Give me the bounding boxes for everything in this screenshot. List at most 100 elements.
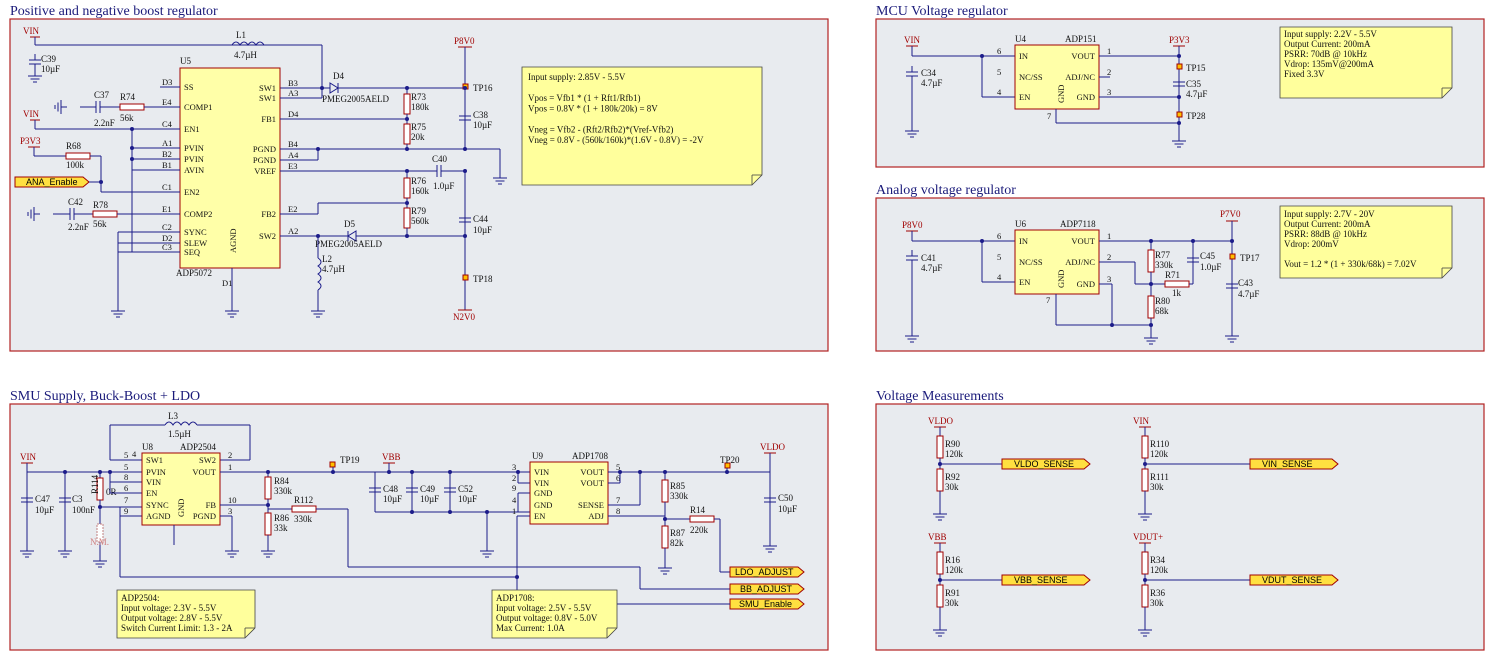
u5-pin-name: SW2	[259, 231, 276, 241]
u6-pin-num: 5	[997, 252, 1001, 262]
u8-pin-num: 10	[228, 495, 237, 505]
r71-ref: R71	[1165, 270, 1180, 280]
ldo-adjust-label[interactable]: LDO_ADJUST	[735, 567, 794, 577]
c49-value: 10µF	[420, 494, 439, 504]
r87-ref: R87	[670, 528, 686, 538]
c47-value: 10µF	[35, 505, 54, 515]
u5-pin-name: EN1	[184, 124, 200, 134]
c49-ref: C49	[420, 484, 436, 494]
c34-ref: C34	[921, 68, 937, 78]
tp15-label: TP15	[1186, 63, 1206, 73]
u8-pin-num: 2	[228, 450, 232, 460]
u5-agnd: AGND	[228, 228, 238, 253]
bb-adjust-label[interactable]: BB_ADJUST	[740, 584, 793, 594]
u8-pin-name: FB	[206, 500, 217, 510]
u5-pin-num: A4	[288, 150, 299, 160]
u5-pin-name: SS	[184, 82, 194, 92]
net-vin-2: VIN	[23, 109, 39, 119]
u5-pin-num: D3	[162, 77, 172, 87]
resistor-value: 120k	[945, 565, 964, 575]
u4-chip	[1014, 44, 1100, 110]
note-line: Vneg = 0.8V - (560k/160k)*(1.6V - 0.8V) …	[528, 135, 704, 145]
note-line: PSRR: 88dB @ 10kHz	[1284, 229, 1367, 239]
resistor-value: 30k	[945, 598, 959, 608]
r77-ref: R77	[1155, 250, 1171, 260]
u5-pin-name: SEQ	[184, 247, 200, 257]
u8-pin-name: EN	[146, 488, 157, 498]
u9-pin-num: 8	[616, 506, 620, 516]
u8-pin-name: AGND	[146, 511, 171, 521]
note-line: Vdrop: 200mV	[1284, 239, 1339, 249]
u9-part: ADP1708	[572, 451, 609, 461]
resistor-value: 120k	[1150, 449, 1169, 459]
d4-value: PMEG2005AELD	[322, 94, 389, 104]
resistor-ref: R91	[945, 588, 960, 598]
u5-pin-num: E2	[288, 204, 297, 214]
note-line: Switch Current Limit: 1.3 - 2A	[121, 623, 233, 633]
c39-value: 10µF	[41, 64, 60, 74]
u8-pin-num: 6	[124, 483, 128, 493]
u5-pin-num: B3	[288, 78, 298, 88]
sense-net-label[interactable]: VBB_SENSE	[1014, 575, 1068, 585]
c42-value: 2.2nF	[68, 222, 89, 232]
r86-ref: R86	[274, 513, 290, 523]
u8-pin-num: 5	[124, 450, 128, 460]
tp20-label: TP20	[720, 455, 740, 465]
c37-ref: C37	[94, 90, 110, 100]
u5-pin-num: E3	[288, 161, 297, 171]
u6-pin-name: GND	[1077, 279, 1095, 289]
d4-ref: D4	[333, 71, 344, 81]
u9-pin-num: 5	[616, 462, 620, 472]
tp16-label: TP16	[473, 83, 493, 93]
u6-pin-num: 1	[1107, 231, 1111, 241]
ana-enable-label[interactable]: ANA_Enable	[26, 177, 78, 187]
d5-ref: D5	[344, 219, 355, 229]
l1-value: 4.7µH	[234, 50, 257, 60]
u8-pin-num: 5	[124, 462, 128, 472]
sense-net-label[interactable]: VIN_SENSE	[1262, 459, 1313, 469]
u5-pin-num: D2	[162, 233, 172, 243]
u8-pin-name: VOUT	[192, 467, 216, 477]
u6-pin-name: VOUT	[1071, 236, 1095, 246]
u6-pin7: 7	[1046, 295, 1050, 305]
u9-pin-name: GND	[534, 500, 552, 510]
sense-net-label[interactable]: VLDO_SENSE	[1014, 459, 1074, 469]
tp19-label: TP19	[340, 455, 360, 465]
u4-pin-num: 6	[997, 46, 1001, 56]
net-p8v0-2: P8V0	[902, 220, 923, 230]
u6-pin-name: ADJ/NC	[1065, 257, 1095, 267]
note-line: Vpos = Vfb1 * (1 + Rft1/Rfb1)	[528, 93, 640, 103]
smu-enable-label[interactable]: SMU_Enable	[739, 599, 792, 609]
section-title-analog: Analog voltage regulator	[876, 183, 1016, 198]
c44-ref: C44	[473, 214, 489, 224]
divider-bottom-resistor	[936, 584, 944, 608]
r68-ref: R68	[66, 141, 82, 151]
u9-pin-name: VOUT	[580, 478, 604, 488]
meas-net-label: VIN	[1133, 416, 1149, 426]
c50-ref: C50	[778, 493, 794, 503]
r87-value: 82k	[670, 538, 684, 548]
note-line: Vdrop: 135mV@200mA	[1284, 59, 1375, 69]
u5-pin-num: C4	[162, 119, 173, 129]
u8-pin-name: PVIN	[146, 467, 166, 477]
resistor-value: 30k	[1150, 598, 1164, 608]
u5-pin-name: COMP1	[184, 102, 212, 112]
sense-net-label[interactable]: VDUT_SENSE	[1262, 575, 1322, 585]
u5-pin-num: A1	[162, 138, 172, 148]
d5-value: PMEG2005AELD	[315, 239, 382, 249]
divider-top-resistor	[936, 551, 944, 575]
tp18-label: TP18	[473, 274, 493, 284]
u8-pin-name: SYNC	[146, 500, 169, 510]
u5-pin-num: A3	[288, 88, 298, 98]
u9-chip	[529, 461, 609, 525]
meas-net-label: VLDO	[928, 416, 953, 426]
r84-value: 330k	[274, 486, 293, 496]
u4-pin-name: NC/SS	[1019, 72, 1043, 82]
panel-mcu: MCU Voltage regulator VIN C34 4.7µF U4 A…	[875, 4, 1485, 168]
u5-pin-name: SW1	[259, 83, 276, 93]
u9-pin-name: VOUT	[580, 467, 604, 477]
c3-value: 100nF	[72, 505, 95, 515]
u5-pin-num: B2	[162, 149, 172, 159]
u8-ref: U8	[142, 442, 153, 452]
u5-pin-num: C1	[162, 182, 172, 192]
